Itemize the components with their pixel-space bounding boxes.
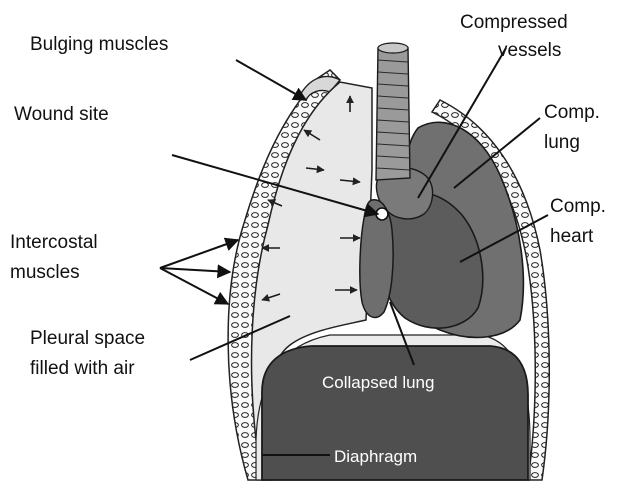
label-compressed-line1: Compressed — [460, 12, 568, 33]
label-pleural-line2: filled with air — [30, 358, 135, 379]
leader-bulging-muscles — [236, 60, 306, 100]
label-comp-heart-line2: heart — [550, 226, 594, 247]
label-bulging-muscles: Bulging muscles — [30, 34, 168, 55]
leader-intercostal-2 — [160, 268, 230, 272]
label-intercostal-line2: muscles — [10, 262, 80, 283]
label-intercostal-line1: Intercostal — [10, 232, 98, 253]
label-diaphragm: Diaphragm — [334, 447, 417, 466]
leader-intercostal-1 — [160, 240, 238, 268]
label-pleural-line1: Pleural space — [30, 328, 145, 349]
label-comp-lung-line1: Comp. — [544, 102, 600, 123]
label-comp-lung-line2: lung — [544, 132, 580, 153]
label-compressed-line2: vessels — [498, 40, 561, 61]
label-wound-site: Wound site — [14, 104, 109, 125]
label-collapsed-lung: Collapsed lung — [322, 373, 434, 392]
trachea — [376, 43, 410, 180]
label-comp-heart-line1: Comp. — [550, 196, 606, 217]
leader-intercostal-3 — [160, 268, 228, 304]
